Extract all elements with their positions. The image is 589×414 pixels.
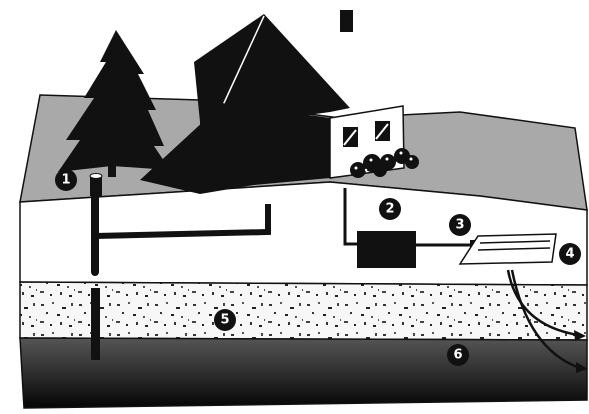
effluent-flow-arrows: [506, 269, 581, 370]
septic-tank: [357, 231, 416, 268]
marker-2: 2: [379, 198, 401, 220]
drain-field: [458, 233, 557, 265]
marker-6: 6: [447, 344, 469, 366]
water-supply-line: [94, 204, 271, 239]
house: [194, 10, 405, 190]
marker-6-label: 6: [453, 348, 462, 363]
marker-5: 5: [214, 309, 236, 331]
groundwater-layer: [19, 337, 588, 409]
marker-4-label: 4: [565, 247, 574, 262]
marker-5-label: 5: [220, 313, 229, 328]
house-window-left: [343, 127, 358, 147]
pine-tree: [58, 30, 170, 177]
marker-4: 4: [559, 243, 581, 265]
marker-3-label: 3: [455, 218, 464, 233]
well-cap: [89, 173, 103, 196]
marker-1: 1: [55, 169, 77, 191]
shrub-highlights: [354, 151, 413, 172]
house-window-right: [375, 121, 390, 141]
shrubs: [350, 148, 419, 178]
well-casing-lower: [91, 288, 100, 360]
marker-2-label: 2: [385, 202, 394, 217]
flow-arrowhead-lower: [576, 362, 588, 373]
gravel-layer: [19, 281, 588, 341]
sewer-line: [343, 188, 360, 246]
marker-3: 3: [449, 214, 471, 236]
marker-1-label: 1: [61, 173, 70, 188]
flow-arrowhead-upper: [574, 330, 586, 341]
